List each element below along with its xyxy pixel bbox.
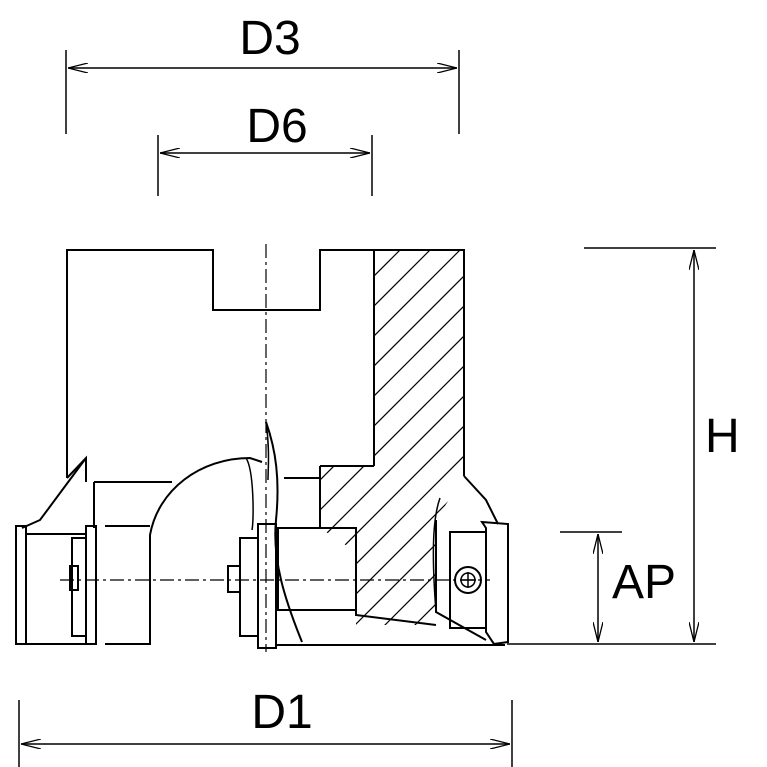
body-left-flank xyxy=(21,457,87,529)
flute-edge xyxy=(265,421,270,481)
center-wedge xyxy=(239,537,259,637)
body-right-flank xyxy=(463,475,499,525)
d1-label: D1 xyxy=(251,686,312,739)
right-insert xyxy=(480,520,509,646)
center-lines xyxy=(60,244,490,652)
dimension-ap: AP xyxy=(560,531,676,642)
cutter-body xyxy=(15,249,509,649)
center-screw-block xyxy=(277,527,357,611)
section-hatching xyxy=(320,250,464,625)
chip-pocket-arc xyxy=(149,456,263,645)
h-label: H xyxy=(705,410,740,463)
dimension-d6: D6 xyxy=(157,100,373,196)
d6-label: D6 xyxy=(246,100,307,153)
ap-label: AP xyxy=(612,556,676,609)
flute-curve xyxy=(265,421,303,643)
dimension-d1: D1 xyxy=(18,686,513,767)
chip-pocket-inner xyxy=(245,457,254,531)
body-top-outline xyxy=(66,249,465,478)
body-right-curve xyxy=(432,497,441,613)
left-insert-edge xyxy=(15,525,27,645)
left-wedge-inner xyxy=(71,537,87,637)
center-insert xyxy=(257,523,277,649)
d3-label: D3 xyxy=(239,12,300,65)
dimension-h: H xyxy=(507,247,740,645)
left-screw-head xyxy=(69,565,79,591)
left-wedge xyxy=(85,525,97,645)
center-screw-head xyxy=(227,565,241,593)
dimension-d3: D3 xyxy=(65,12,460,134)
